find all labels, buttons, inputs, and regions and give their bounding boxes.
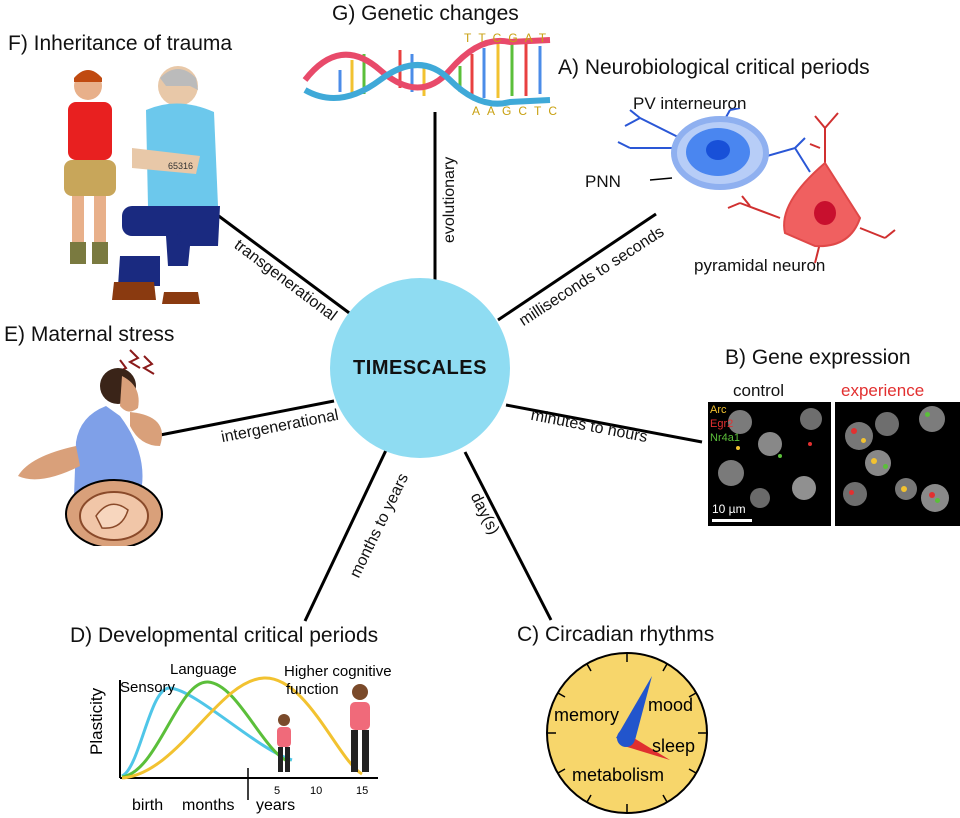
- experience-label: experience: [841, 381, 925, 400]
- language-curve: [121, 680, 291, 779]
- clock-hour-hand: [624, 732, 670, 760]
- panel-d-title: D) Developmental critical periods: [70, 624, 379, 647]
- neurons-illustration: [617, 108, 896, 264]
- higher-cognitive-curve: [121, 676, 363, 780]
- pyramidal-neuron-label: pyramidal neuron: [694, 256, 826, 275]
- clock-word-memory: memory: [554, 705, 619, 725]
- clock-word-mood: mood: [648, 695, 693, 715]
- gene-label-nr4a1: Nr4a1: [710, 432, 740, 444]
- child-figure-icon: [277, 714, 291, 772]
- scale-bar: [712, 519, 752, 522]
- spoke-line-a: [497, 212, 657, 322]
- tick-10: 10: [310, 785, 322, 797]
- plasticity-axis-label: Plasticity: [87, 687, 106, 755]
- dna-helix-icon: [302, 37, 551, 107]
- circadian-clock: memory mood sleep metabolism: [546, 652, 708, 814]
- adult-figure-icon: [350, 684, 370, 772]
- gene-label-arc: Arc: [710, 404, 727, 416]
- micrograph-control: Arc Egr2 Nr4a1 10 µm: [708, 402, 831, 526]
- timescales-hub: TIMESCALES: [330, 278, 510, 458]
- child-figure: [64, 70, 116, 264]
- axis-word-birth: birth: [132, 797, 163, 814]
- dna-bases: TTCGAT AAGCTC: [464, 31, 564, 118]
- axis-word-years: years: [256, 797, 295, 814]
- panel-b-title: B) Gene expression: [725, 346, 911, 369]
- spoke-line-d: [303, 445, 390, 622]
- clock-word-metabolism: metabolism: [572, 765, 664, 785]
- axis-word-months: months: [182, 797, 234, 814]
- spoke-label-evolutionary: evolutionary: [441, 156, 458, 243]
- pregnant-woman-illustration: [18, 349, 163, 546]
- panel-f-title: F) Inheritance of trauma: [8, 32, 233, 55]
- panel-g-title: G) Genetic changes: [332, 2, 519, 25]
- grandfather-figure: 65316: [112, 66, 220, 304]
- tick-5: 5: [274, 785, 280, 797]
- hub-label: TIMESCALES: [353, 356, 487, 379]
- tattoo-number: 65316: [168, 161, 193, 171]
- clock-minute-hand: [616, 676, 652, 744]
- grandfather-child-illustration: 65316: [64, 66, 220, 304]
- tick-15: 15: [356, 785, 368, 797]
- panel-e-title: E) Maternal stress: [4, 323, 175, 346]
- micrograph-experience: [835, 402, 960, 526]
- sensory-curve: [121, 686, 293, 778]
- spoke-line-b: [505, 403, 703, 444]
- curve-label-function: function: [286, 681, 339, 698]
- clock-word-sleep: sleep: [652, 736, 695, 756]
- pv-interneuron-label: PV interneuron: [633, 94, 747, 113]
- spoke-line-e: [149, 399, 335, 439]
- curve-label-higher: Higher cognitive: [284, 663, 392, 680]
- scale-bar-label: 10 µm: [712, 502, 746, 516]
- panel-a-title: A) Neurobiological critical periods: [558, 56, 870, 79]
- spoke-line-c: [463, 451, 553, 621]
- control-label: control: [733, 381, 785, 400]
- curve-label-language: Language: [170, 661, 237, 678]
- gene-label-egr2: Egr2: [710, 418, 734, 430]
- spoke-line-f: [211, 209, 357, 320]
- dna-top-bases: TTCGAT: [464, 31, 553, 45]
- panel-c-title: C) Circadian rhythms: [517, 623, 715, 646]
- plasticity-chart: Plasticity Sensory Language Higher cogni…: [87, 661, 392, 814]
- pnn-label: PNN: [585, 172, 621, 191]
- curve-label-sensory: Sensory: [120, 679, 176, 696]
- dna-bottom-bases: AAGCTC: [472, 104, 564, 118]
